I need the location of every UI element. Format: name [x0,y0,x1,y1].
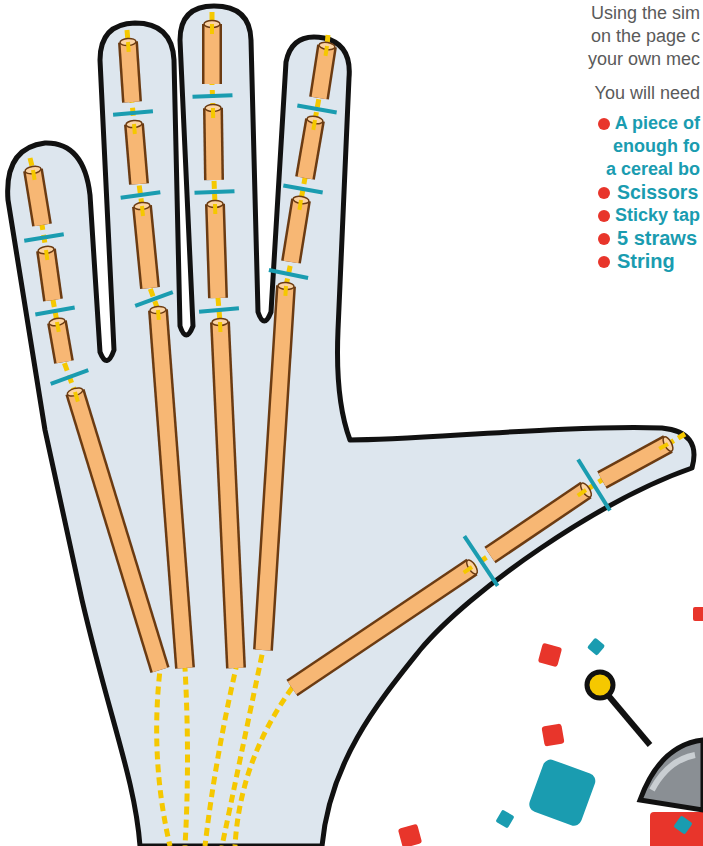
confetti [398,607,703,846]
string [127,30,188,846]
materials-item: enough fo [613,135,700,158]
string [75,392,78,402]
string [283,286,288,296]
string [156,310,161,320]
joint-line [199,308,239,311]
string [222,35,328,846]
straw-edge [319,46,327,98]
joint-line [51,370,89,384]
joint-line [121,192,161,197]
straw [46,250,53,300]
joint-line [193,95,233,97]
joint-line [269,270,308,278]
straw-edge [134,124,139,184]
string [132,124,137,134]
straw [220,322,236,668]
string [299,200,301,210]
straw-end [465,558,480,575]
straw [57,322,64,362]
straw-edge [292,567,472,688]
straw-edge [213,108,214,180]
joint-line [24,234,63,240]
materials-item: a cereal bo [606,158,700,181]
string [659,444,668,449]
straw [291,200,301,262]
straw-edge [142,206,150,288]
string [57,322,59,332]
straw-edge [33,170,42,225]
straw-edge [602,444,668,480]
string [126,42,131,52]
straw-edge [263,286,286,650]
straw [490,490,586,555]
joint-line [578,460,610,511]
straw [134,124,139,184]
string [211,108,215,118]
straw [602,444,668,480]
straw-edge [220,322,236,668]
string [578,490,586,496]
straw-edge [215,204,218,298]
straw [75,392,160,670]
straw [215,204,218,298]
straw [158,310,185,668]
straw-edge [46,250,53,300]
materials-item: Scissors [617,181,698,204]
straw [205,24,220,84]
string [46,250,47,260]
straws-and-string [24,12,685,846]
string [33,170,35,180]
string [205,12,236,846]
string [325,46,327,56]
string [235,434,685,846]
intro-text: You will need [595,82,700,105]
materials-item: A piece of [615,112,700,135]
straw [142,206,150,288]
materials-item: Sticky tap [615,204,700,227]
joint-line [195,191,235,193]
materials-item: String [617,250,675,273]
intro-text: Using the sim [591,2,700,25]
straw-edge [490,490,586,555]
straw [319,46,327,98]
string [140,206,145,216]
string [210,24,214,34]
materials-item: 5 straws [617,227,697,250]
intro-text: your own mec [588,48,700,71]
bullets [598,118,610,268]
straw [305,120,315,178]
straw [33,170,42,225]
straw-edge [291,200,301,262]
joint-line [464,536,497,586]
straw-edge [128,42,132,102]
hand-outline [8,6,694,846]
joint-line [135,292,173,306]
straw [263,286,286,650]
string [218,322,222,332]
robot [587,672,703,810]
string [313,120,315,130]
straw-edge [158,310,185,668]
intro-text: on the page c [591,25,700,48]
string [464,567,472,573]
joint-line [283,185,322,192]
straw [213,108,214,180]
straw-edge [57,322,64,362]
straw [292,567,472,688]
string [213,204,217,214]
straw-edge [305,120,315,178]
joint-line [297,105,336,112]
joint-line [35,307,74,314]
string [30,158,170,846]
straw-edge [202,24,222,84]
joint-line [113,111,153,115]
straw [128,42,132,102]
straw-edge [75,392,160,670]
